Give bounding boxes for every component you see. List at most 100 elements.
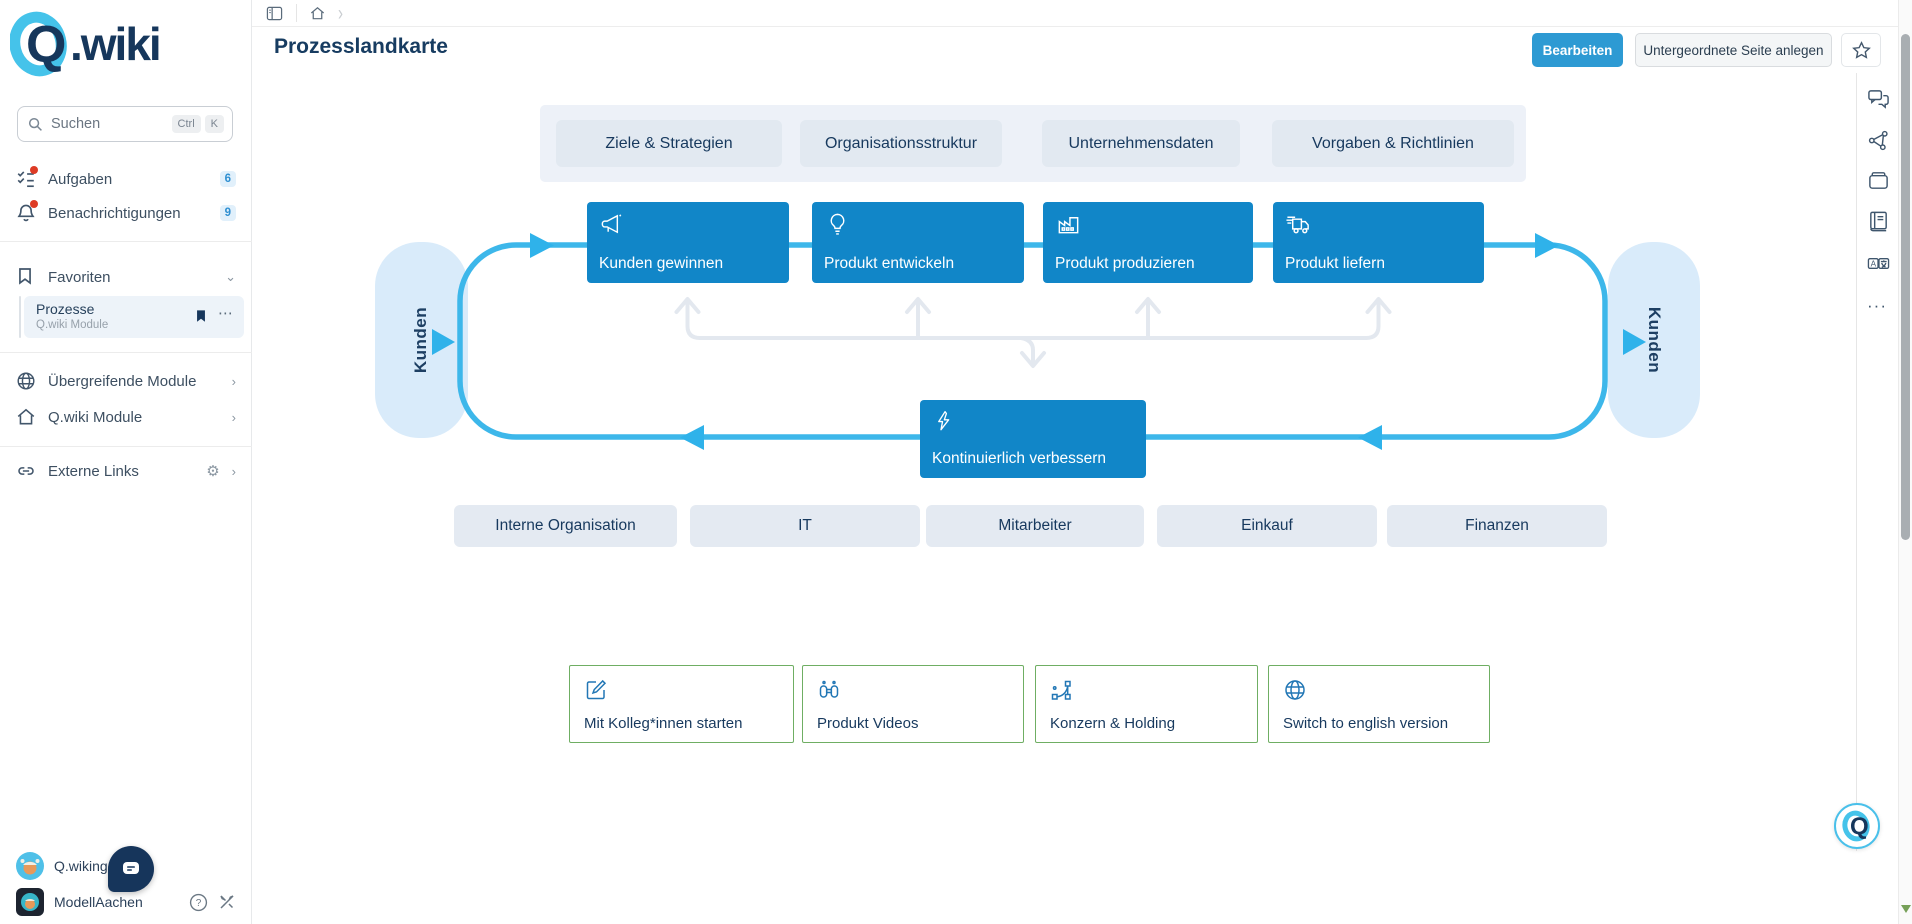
translate-icon[interactable]: A [1867, 252, 1890, 275]
link-finanzen[interactable]: Finanzen [1387, 505, 1607, 547]
favorite-title: Prozesse [36, 301, 95, 317]
process-box-produkt-produzieren[interactable]: Produkt produzieren [1043, 202, 1253, 283]
sidebar-item-benachrichtigungen[interactable]: Benachrichtigungen 9 [0, 198, 252, 228]
process-box-produkt-liefern[interactable]: Produkt liefern [1273, 202, 1484, 283]
card-mit-kollegen-starten[interactable]: Mit Kolleg*innen starten [569, 665, 794, 743]
chevron-right-icon[interactable]: › [231, 409, 236, 425]
lightning-icon [938, 411, 950, 431]
qwiki-logo[interactable]: Q .wiki [10, 8, 162, 80]
svg-text:A: A [1871, 259, 1877, 268]
favorite-item-prozesse[interactable]: Prozesse Q.wiki Module ⋯ [24, 296, 244, 338]
user-name: Q.wikinger [54, 858, 121, 874]
chat-icon [123, 862, 139, 874]
user-row-qwikinger[interactable]: Q.wikinger [0, 852, 252, 880]
sidebar-item-externe-links[interactable]: Externe Links ⚙ › [0, 456, 252, 486]
search-input[interactable] [51, 116, 168, 132]
keycap-ctrl: Ctrl [171, 115, 201, 133]
avatar [16, 888, 44, 916]
link-vorgaben-richtlinien[interactable]: Vorgaben & Richtlinien [1272, 120, 1514, 167]
truck-icon [1286, 216, 1309, 234]
search-icon [28, 117, 42, 131]
breadcrumb: › [252, 0, 1898, 27]
aufgaben-count-badge: 6 [219, 171, 236, 187]
edit-button[interactable]: Bearbeiten [1532, 33, 1623, 67]
process-box-kontinuierlich-verbessern[interactable]: Kontinuierlich verbessern [920, 400, 1146, 478]
sidebar: Q .wiki Ctrl K Aufgaben 6 Benachrichtig [0, 0, 252, 924]
user-row-modellaachen[interactable]: ModellAachen ? [0, 888, 252, 916]
comments-icon[interactable] [1867, 88, 1890, 111]
customer-label-left: Kunden [375, 242, 468, 438]
customer-label-right: Kunden [1608, 242, 1701, 438]
sidebar-item-label: Benachrichtigungen [48, 204, 181, 222]
more-options-icon[interactable]: ··· [1867, 296, 1887, 315]
sidebar-item-uebergreifende-module[interactable]: Übergreifende Module › [0, 366, 252, 396]
process-label: Produkt liefern [1285, 255, 1385, 272]
wiki-book-icon[interactable] [1867, 210, 1890, 233]
link-unternehmensdaten[interactable]: Unternehmensdaten [1042, 120, 1240, 167]
page-title: Prozesslandkarte [274, 35, 448, 58]
card-label: Mit Kolleg*innen starten [584, 715, 743, 732]
svg-text:?: ? [196, 898, 202, 909]
link-mitarbeiter[interactable]: Mitarbeiter [926, 505, 1144, 547]
link-interne-organisation[interactable]: Interne Organisation [454, 505, 677, 547]
avatar [16, 852, 44, 880]
card-konzern-holding[interactable]: Konzern & Holding [1035, 665, 1258, 743]
divider [0, 446, 252, 447]
scrollbar[interactable] [1898, 0, 1912, 924]
star-icon [1851, 40, 1871, 59]
keycap-k: K [204, 115, 224, 133]
feedback-connectors [674, 297, 1392, 368]
link-ziele-strategien[interactable]: Ziele & Strategien [556, 120, 782, 167]
scrollbar-down-arrow[interactable] [1901, 905, 1911, 913]
breadcrumb-home-icon[interactable] [309, 5, 326, 22]
bookmark-icon [16, 267, 36, 287]
link-it[interactable]: IT [690, 505, 920, 547]
archive-box-icon[interactable] [1867, 169, 1890, 192]
chevron-down-icon[interactable]: ⌄ [225, 269, 236, 284]
divider [0, 352, 252, 353]
qwiki-float-badge[interactable]: Q [1834, 803, 1880, 849]
chevron-right-icon[interactable]: › [231, 463, 236, 479]
favorite-star-button[interactable] [1841, 33, 1881, 67]
sidebar-item-qwiki-module[interactable]: Q.wiki Module › [0, 402, 252, 432]
card-label: Switch to english version [1283, 715, 1449, 732]
gear-icon[interactable]: ⚙ [206, 463, 220, 480]
create-subpage-button[interactable]: Untergeordnete Seite anlegen [1635, 33, 1832, 67]
card-switch-english[interactable]: Switch to english version [1268, 665, 1490, 743]
process-box-kunden-gewinnen[interactable]: Kunden gewinnen [587, 202, 789, 283]
process-map-canvas: Ziele & Strategien Organisationsstruktur… [252, 73, 1856, 924]
svg-text:Q: Q [1850, 813, 1869, 840]
chat-widget-button[interactable] [108, 846, 154, 892]
link-icon [16, 461, 36, 481]
process-label: Produkt entwickeln [824, 255, 955, 272]
user-name: ModellAachen [54, 894, 143, 910]
strategy-links-panel: Ziele & Strategien Organisationsstruktur… [540, 105, 1526, 182]
favorite-subtitle: Q.wiki Module [36, 319, 109, 331]
process-label: Produkt produzieren [1055, 255, 1195, 272]
sidebar-item-label: Externe Links [48, 462, 139, 480]
home-icon [16, 407, 36, 427]
benachrichtigungen-count-badge: 9 [219, 205, 236, 221]
sidebar-toggle-icon[interactable] [266, 5, 283, 22]
page-tools-sidebar: A ··· [1856, 73, 1898, 851]
megaphone-icon [601, 214, 622, 234]
chevron-right-icon[interactable]: › [231, 373, 236, 389]
tools-icon[interactable] [218, 893, 236, 911]
search-box[interactable]: Ctrl K [17, 106, 233, 142]
topbar: › Prozesslandkarte Bearbeiten Untergeord… [252, 0, 1898, 73]
globe-icon [1285, 680, 1305, 700]
bell-icon [16, 200, 38, 223]
link-einkauf[interactable]: Einkauf [1157, 505, 1377, 547]
sidebar-item-aufgaben[interactable]: Aufgaben 6 [0, 164, 252, 194]
share-icon[interactable] [1867, 129, 1890, 152]
scrollbar-thumb[interactable] [1901, 34, 1910, 540]
more-icon[interactable]: ⋯ [218, 305, 234, 322]
process-box-produkt-entwickeln[interactable]: Produkt entwickeln [812, 202, 1024, 283]
customer-label-text: Kunden [1645, 306, 1665, 374]
help-icon[interactable]: ? [189, 893, 208, 912]
tree-guide [19, 296, 21, 338]
sidebar-section-favoriten[interactable]: Favoriten ⌄ [0, 262, 252, 292]
globe-icon [16, 371, 36, 391]
card-produkt-videos[interactable]: Produkt Videos [802, 665, 1024, 743]
link-organisationsstruktur[interactable]: Organisationsstruktur [800, 120, 1002, 167]
